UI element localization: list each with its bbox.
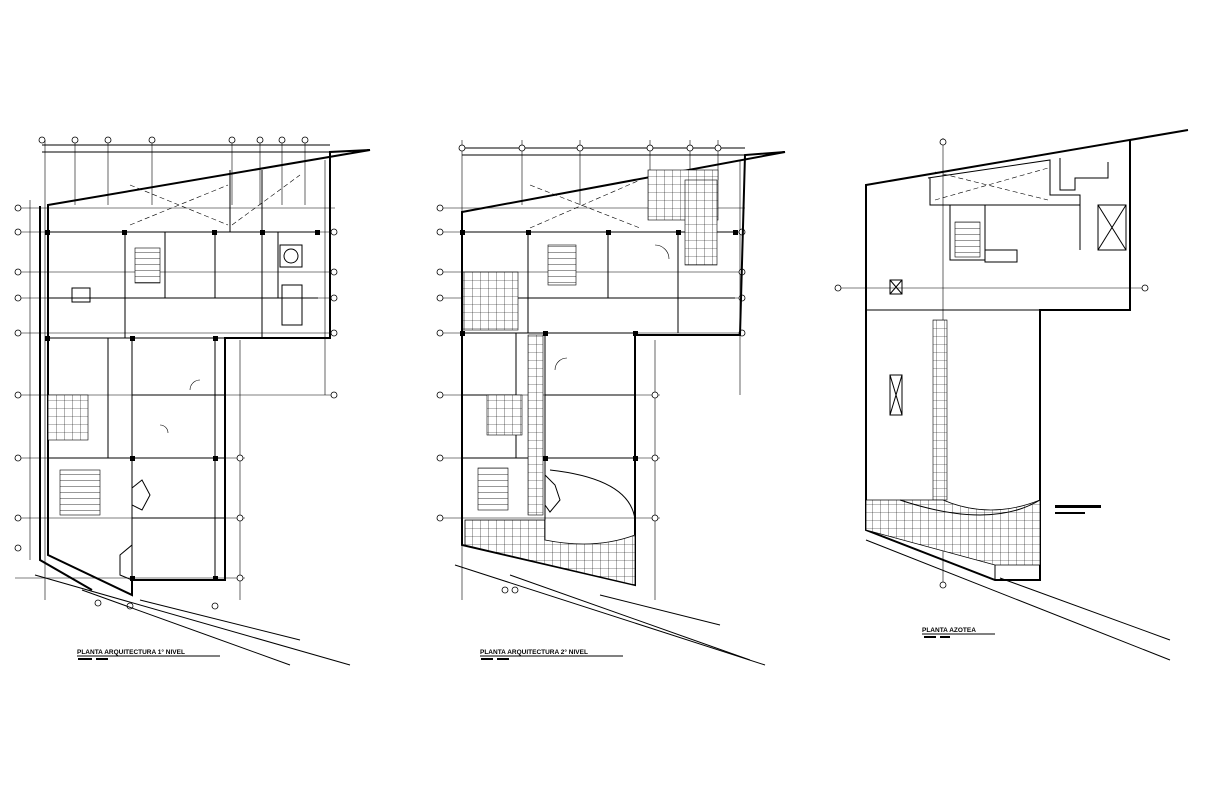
street-lines	[865, 539, 1171, 661]
outline	[840, 129, 1189, 585]
roof-plan: PLANTA AZOTEA	[834, 129, 1189, 661]
grid-lines	[15, 140, 335, 600]
street-lines	[34, 574, 351, 666]
stair-core	[927, 158, 1127, 263]
floor-plan-level-2: PLANTA ARQUITECTURA 2° NIVEL	[436, 140, 786, 666]
terrace-paving	[865, 499, 1041, 566]
fixtures	[47, 244, 303, 581]
floor-plan-level-1: PLANTA ARQUITECTURA 1° NIVEL	[14, 136, 371, 666]
fixtures	[462, 169, 719, 586]
plan-title-roof: PLANTA AZOTEA	[922, 627, 976, 634]
walls	[39, 149, 371, 597]
grid-bubbles	[834, 138, 1149, 589]
grid-bubbles	[14, 136, 338, 610]
columns	[460, 230, 738, 461]
street-lines	[454, 564, 766, 666]
plan-title-level-2: PLANTA ARQUITECTURA 2° NIVEL	[480, 648, 588, 656]
skylights	[889, 279, 948, 501]
plan-title-level-1: PLANTA ARQUITECTURA 1° NIVEL	[77, 648, 185, 656]
